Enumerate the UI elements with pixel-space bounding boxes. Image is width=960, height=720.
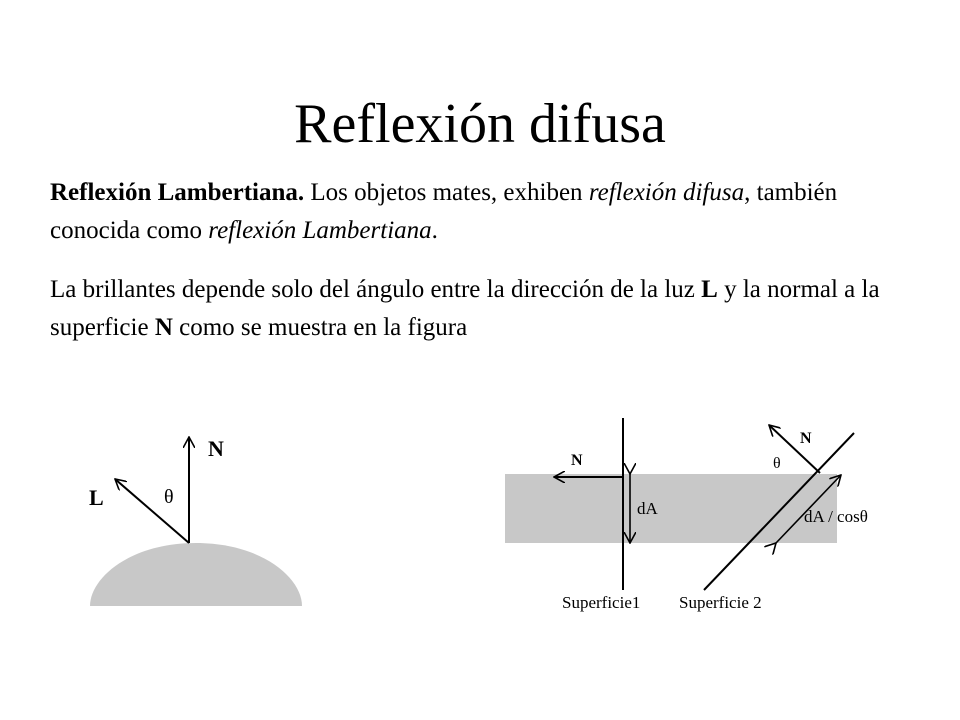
- paragraph-text: , también conocida como: [50, 179, 838, 244]
- angle-label: θ: [164, 486, 174, 508]
- normal-label-1: N: [571, 452, 583, 469]
- paragraph-brightness: La brillantes depende solo del ángulo en…: [50, 271, 920, 347]
- term-lambertian-reflection: reflexión Lambertiana: [208, 217, 432, 244]
- symbol-light-L: L: [701, 276, 718, 303]
- symbol-normal-N: N: [154, 314, 173, 341]
- light-beam-band: [505, 474, 837, 543]
- curved-surface: [90, 543, 302, 606]
- slide-title: Reflexión difusa: [294, 93, 666, 155]
- projected-area-dimension-arrow: [776, 475, 841, 543]
- projected-area-label: dA / cosθ: [804, 507, 868, 526]
- paragraph-text: .: [431, 217, 438, 244]
- area-label: dA: [637, 499, 659, 518]
- paragraph-lead: Reflexión Lambertiana.: [50, 179, 305, 206]
- light-arrow: [115, 479, 190, 544]
- term-diffuse-reflection: reflexión difusa: [588, 179, 745, 206]
- surface1-label: Superficie1: [562, 593, 640, 612]
- paragraph-text: y la normal a la superficie: [50, 276, 880, 341]
- normal-label-2: N: [800, 430, 812, 447]
- light-label: L: [89, 485, 104, 510]
- surface2-label: Superficie 2: [679, 593, 762, 612]
- paragraph-text: como se muestra en la figura: [172, 314, 468, 341]
- paragraph-text: Los objetos mates, exhiben: [304, 179, 589, 206]
- figure-right: N N θ dA dA / cosθ Superficie1 Superfici…: [505, 418, 868, 612]
- figure-left: N L θ: [89, 436, 302, 606]
- angle-label: θ: [773, 455, 781, 472]
- normal-label: N: [208, 436, 224, 461]
- paragraph-text: La brillantes depende solo del ángulo en…: [50, 276, 702, 303]
- paragraph-lambertian: Reflexión Lambertiana. Los objetos mates…: [50, 174, 920, 250]
- normal-arrow-2: [769, 425, 821, 474]
